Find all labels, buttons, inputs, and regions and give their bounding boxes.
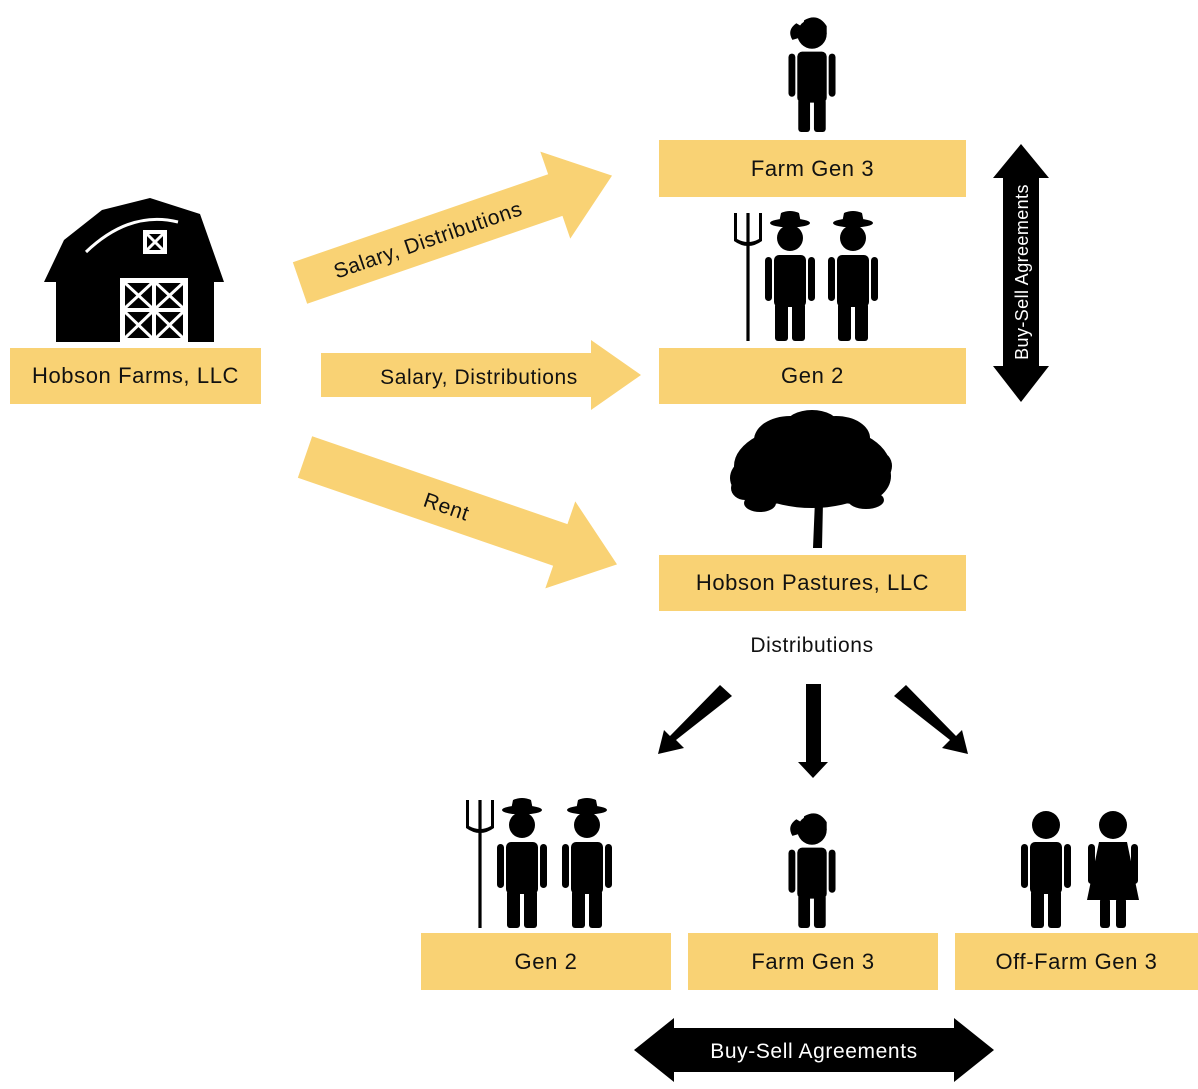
bottom-gen2-box: Gen 2 [421, 933, 671, 990]
woman-dress-icon [1087, 811, 1139, 928]
gen2-box: Gen 2 [659, 348, 966, 404]
salary-arrow-middle-label: Salary, Distributions [380, 366, 578, 389]
buy-sell-vertical-label: Buy-Sell Agreements [1012, 184, 1032, 360]
distribution-arrow-down [798, 684, 828, 778]
barn-icon [44, 198, 224, 342]
bottom-farmers-icon [466, 798, 612, 928]
hobson-pastures-box: Hobson Pastures, LLC [659, 555, 966, 611]
farmer-icon [765, 211, 815, 341]
gen2-label: Gen 2 [781, 363, 844, 388]
farmer-icon [497, 798, 547, 928]
farm-gen3-box: Farm Gen 3 [659, 140, 966, 197]
bottom-farm-gen3-label: Farm Gen 3 [751, 948, 875, 974]
farmers-icon [734, 211, 878, 341]
salary-arrow-top: Salary, Distributions [292, 151, 613, 304]
distributions-label: Distributions [750, 634, 874, 657]
farmer-icon [828, 211, 878, 341]
buy-sell-vertical-arrow: Buy-Sell Agreements [993, 144, 1049, 402]
salary-arrow-middle: Salary, Distributions [321, 340, 641, 410]
hobson-pastures-label: Hobson Pastures, LLC [695, 570, 930, 595]
buy-sell-horizontal-arrow: Buy-Sell Agreements [634, 1018, 994, 1082]
hobson-farms-box: Hobson Farms, LLC [10, 348, 261, 404]
bottom-woman-icon [788, 813, 836, 928]
distribution-arrow-left [658, 685, 732, 754]
bottom-gen2-label: Gen 2 [514, 948, 578, 974]
bottom-farm-gen3-box: Farm Gen 3 [688, 933, 938, 990]
rent-arrow: Rent [297, 436, 618, 589]
off-farm-gen3-label: Off-Farm Gen 3 [995, 948, 1158, 974]
farmer-icon [562, 798, 612, 928]
off-farm-couple-icon [1021, 811, 1139, 928]
off-farm-gen3-box: Off-Farm Gen 3 [955, 933, 1198, 990]
pitchfork-icon [466, 800, 494, 928]
hobson-farms-label: Hobson Farms, LLC [31, 363, 240, 388]
man-icon [1021, 811, 1071, 928]
farm-gen3-label: Farm Gen 3 [750, 155, 875, 181]
pitchfork-icon [734, 213, 762, 341]
woman-icon [788, 17, 836, 132]
tree-icon [730, 410, 892, 548]
buy-sell-horizontal-label: Buy-Sell Agreements [710, 1040, 918, 1063]
distribution-arrow-right [894, 685, 968, 754]
